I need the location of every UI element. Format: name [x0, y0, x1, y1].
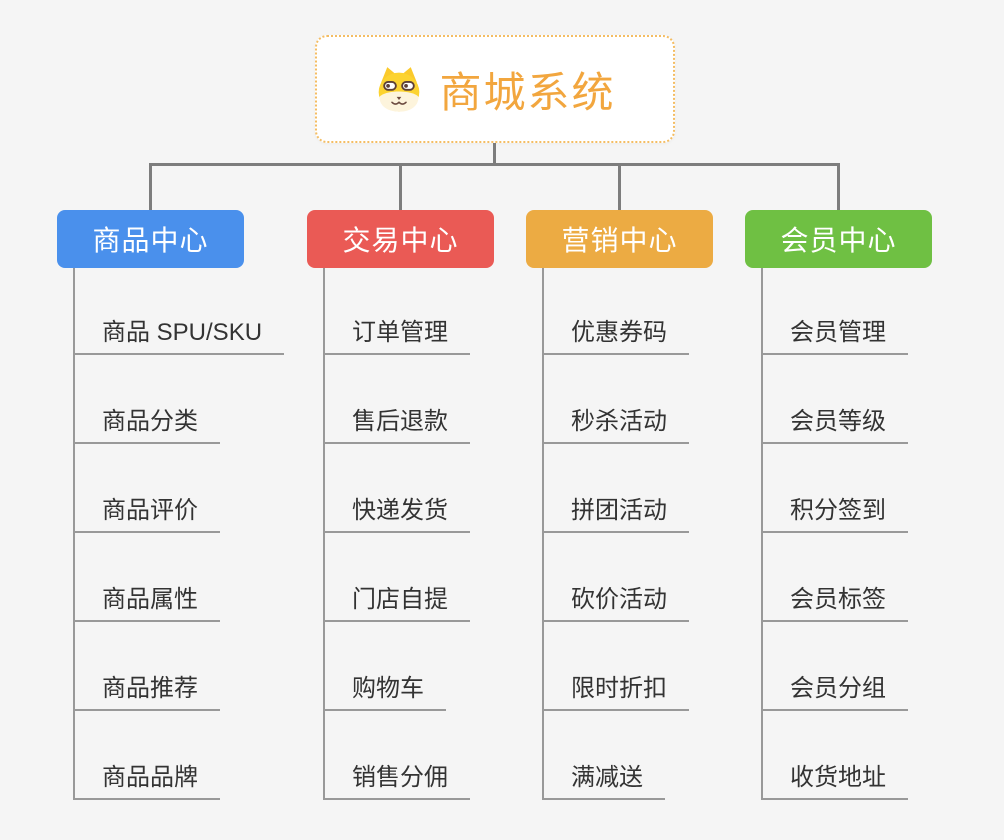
- mindmap-item[interactable]: 购物车: [325, 622, 446, 711]
- item-label: 商品评价: [102, 497, 198, 524]
- connector-drop-members: [837, 165, 840, 210]
- connector-drop-marketing: [618, 165, 621, 210]
- mindmap-item[interactable]: 会员分组: [763, 622, 908, 711]
- item-label: 会员标签: [790, 586, 886, 613]
- mindmap-item[interactable]: 商品 SPU/SKU: [75, 268, 285, 355]
- mindmap-item[interactable]: 满减送: [544, 711, 665, 800]
- item-label: 会员等级: [790, 408, 886, 435]
- item-label: 砍价活动: [571, 586, 667, 613]
- mindmap-item[interactable]: 秒杀活动: [544, 355, 689, 444]
- item-label: 优惠券码: [571, 319, 667, 346]
- mindmap-item[interactable]: 商品属性: [75, 533, 220, 622]
- item-label: 商品品牌: [102, 764, 198, 791]
- item-label: 积分签到: [790, 497, 886, 524]
- branch-products: 商品中心 商品 SPU/SKU 商品分类 商品评价 商品属性 商品推荐 商品品牌: [57, 210, 285, 800]
- mindmap-item[interactable]: 限时折扣: [544, 622, 689, 711]
- item-label: 订单管理: [352, 319, 448, 346]
- branch-marketing: 营销中心 优惠券码 秒杀活动 拼团活动 砍价活动 限时折扣 满减送: [526, 210, 713, 800]
- branch-items-trade: 订单管理 售后退款 快递发货 门店自提 购物车 销售分佣: [323, 268, 494, 800]
- item-label: 商品 SPU/SKU: [102, 319, 263, 346]
- item-label: 收货地址: [790, 764, 886, 791]
- item-label: 门店自提: [352, 586, 448, 613]
- root-title: 商城系统: [439, 68, 616, 116]
- item-label: 商品分类: [102, 408, 198, 435]
- mindmap-item[interactable]: 销售分佣: [325, 711, 470, 800]
- item-label: 商品属性: [102, 586, 198, 613]
- item-label: 商品推荐: [102, 675, 198, 702]
- mindmap-item[interactable]: 商品评价: [75, 444, 220, 533]
- root-node[interactable]: 商城系统: [315, 35, 675, 143]
- mindmap-item[interactable]: 拼团活动: [544, 444, 689, 533]
- branch-header-members[interactable]: 会员中心: [745, 210, 932, 268]
- item-label: 会员管理: [790, 319, 886, 346]
- branch-header-marketing[interactable]: 营销中心: [526, 210, 713, 268]
- item-label: 满减送: [571, 764, 643, 791]
- connector-root-stem: [493, 143, 496, 164]
- connector-drop-trade: [399, 165, 402, 210]
- branch-header-trade[interactable]: 交易中心: [307, 210, 494, 268]
- mindmap-item[interactable]: 商品分类: [75, 355, 220, 444]
- connector-horizontal-bar: [149, 163, 840, 166]
- branch-items-products: 商品 SPU/SKU 商品分类 商品评价 商品属性 商品推荐 商品品牌: [73, 268, 285, 800]
- mindmap-item[interactable]: 优惠券码: [544, 268, 689, 355]
- mindmap-item[interactable]: 砍价活动: [544, 533, 689, 622]
- mindmap-item[interactable]: 订单管理: [325, 268, 470, 355]
- branch-members: 会员中心 会员管理 会员等级 积分签到 会员标签 会员分组 收货地址: [745, 210, 932, 800]
- mindmap-item[interactable]: 商品品牌: [75, 711, 220, 800]
- branch-header-products[interactable]: 商品中心: [57, 210, 244, 268]
- mindmap-item[interactable]: 商品推荐: [75, 622, 220, 711]
- connector-drop-products: [149, 165, 152, 210]
- mindmap-item[interactable]: 会员标签: [763, 533, 908, 622]
- mindmap-item[interactable]: 快递发货: [325, 444, 470, 533]
- item-label: 售后退款: [352, 408, 448, 435]
- item-label: 会员分组: [790, 675, 886, 702]
- branch-trade: 交易中心 订单管理 售后退款 快递发货 门店自提 购物车 销售分佣: [307, 210, 494, 800]
- shiba-dog-icon: [374, 64, 424, 114]
- mindmap-item[interactable]: 积分签到: [763, 444, 908, 533]
- item-label: 购物车: [352, 675, 424, 702]
- mindmap-item[interactable]: 收货地址: [763, 711, 908, 800]
- item-label: 拼团活动: [571, 497, 667, 524]
- mindmap-item[interactable]: 门店自提: [325, 533, 470, 622]
- branch-items-members: 会员管理 会员等级 积分签到 会员标签 会员分组 收货地址: [761, 268, 932, 800]
- item-label: 秒杀活动: [571, 408, 667, 435]
- item-label: 快递发货: [352, 497, 448, 524]
- mindmap-item[interactable]: 会员等级: [763, 355, 908, 444]
- item-label: 限时折扣: [571, 675, 667, 702]
- mindmap-item[interactable]: 售后退款: [325, 355, 470, 444]
- branch-items-marketing: 优惠券码 秒杀活动 拼团活动 砍价活动 限时折扣 满减送: [542, 268, 713, 800]
- item-label: 销售分佣: [352, 764, 448, 791]
- mindmap-item[interactable]: 会员管理: [763, 268, 908, 355]
